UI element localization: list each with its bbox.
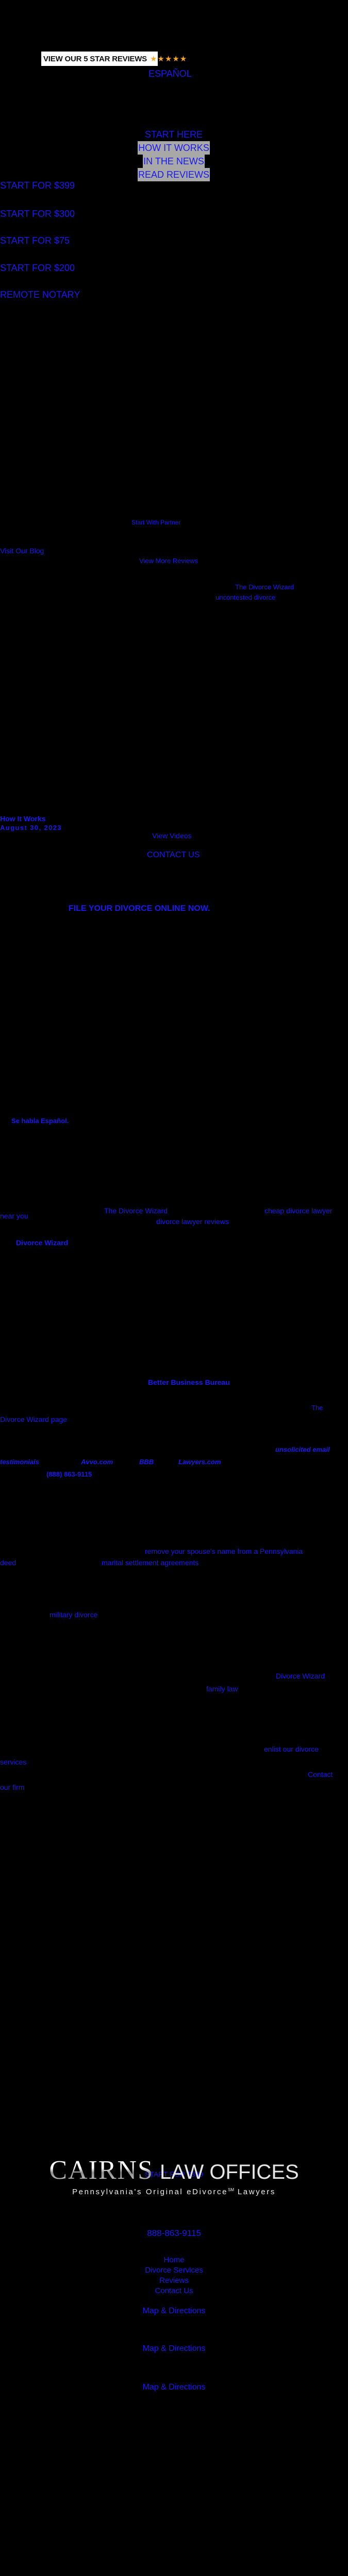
file-divorce-online-link[interactable]: FILE YOUR DIVORCE ONLINE NOW.: [69, 904, 210, 913]
footer-phone-link[interactable]: 888-863-9115: [147, 2228, 201, 2238]
nav-start-for-75[interactable]: START FOR $75: [0, 235, 70, 246]
the-divorce-wizard-link-2[interactable]: The Divorce Wizard: [104, 1207, 168, 1215]
near-you-link[interactable]: near you: [0, 1212, 28, 1220]
how-it-works-heading: How It Works: [0, 815, 46, 823]
phone-link[interactable]: (888) 863-9115: [46, 1470, 92, 1478]
bbb-link[interactable]: BBB: [139, 1458, 154, 1466]
cheap-divorce-lawyer-link[interactable]: cheap divorce lawyer: [264, 1207, 333, 1215]
enlist-our-divorce-link[interactable]: enlist our divorce: [264, 1745, 319, 1753]
footer-map-directions-3[interactable]: Map & Directions: [142, 2383, 206, 2392]
unsolicited-email-link[interactable]: unsolicited email: [275, 1446, 330, 1453]
five-star-review-badge[interactable]: VIEW OUR 5 STAR REVIEWS ★★★★★: [41, 52, 187, 66]
primary-nav-row-3: READ REVIEWS: [122, 168, 225, 181]
nav-read-reviews[interactable]: READ REVIEWS: [138, 170, 210, 180]
deed-link[interactable]: deed: [0, 1558, 16, 1567]
nav-in-the-news[interactable]: IN THE NEWS: [143, 156, 204, 166]
primary-nav-row-1: HOW IT WORKS: [122, 141, 225, 155]
better-business-bureau-link[interactable]: Better Business Bureau: [148, 1378, 230, 1386]
remove-spouse-deed-link[interactable]: remove your spouse's name from a Pennsyl…: [145, 1547, 303, 1555]
star-rating-icon: ★★★★★: [150, 55, 188, 63]
divorce-lawyer-reviews-link[interactable]: divorce lawyer reviews: [156, 1217, 229, 1226]
visit-our-blog-link[interactable]: Visit Our Blog: [0, 547, 44, 555]
how-it-works-date: August 30, 2023: [0, 824, 62, 832]
nav-how-it-works[interactable]: HOW IT WORKS: [138, 143, 209, 153]
footer-nav-home[interactable]: Home: [163, 2256, 185, 2264]
nav-highlight-3: READ REVIEWS: [137, 168, 210, 181]
divorce-wizard-link[interactable]: Divorce Wizard: [16, 1239, 69, 1247]
tagline-before: Pennsylvania's Original eDivorce: [72, 2188, 228, 2196]
nav-remote-notary[interactable]: REMOTE NOTARY: [0, 290, 80, 300]
services-link[interactable]: services: [0, 1758, 27, 1766]
tagline-sm-mark: SM: [228, 2188, 235, 2192]
military-divorce-link[interactable]: military divorce: [49, 1611, 98, 1619]
espanol-link[interactable]: ESPAÑOL: [148, 69, 192, 79]
primary-nav-row-2: IN THE NEWS: [122, 155, 225, 168]
view-more-reviews-link[interactable]: View More Reviews: [139, 557, 198, 565]
footer-start-for-399-link[interactable]: START FOR $399: [145, 2170, 203, 2178]
the-divorce-wizard-link[interactable]: The Divorce Wizard: [235, 583, 294, 591]
review-badge-label: VIEW OUR 5 STAR REVIEWS: [43, 54, 147, 63]
divorce-wizard-page-link[interactable]: Divorce Wizard page: [0, 1415, 67, 1423]
lawyers-com-link[interactable]: Lawyers.com: [178, 1458, 221, 1466]
footer-map-directions-2[interactable]: Map & Directions: [142, 2344, 206, 2353]
contact-link[interactable]: Contact: [308, 1770, 333, 1778]
primary-nav: START HERE HOW IT WORKS IN THE NEWS READ…: [122, 128, 225, 181]
nav-start-for-399[interactable]: START FOR $399: [0, 180, 75, 191]
footer-nav-divorce-services[interactable]: Divorce Services: [145, 2266, 203, 2275]
brand-tagline: Pennsylvania's Original eDivorceSM Lawye…: [0, 2188, 348, 2196]
our-firm-link[interactable]: our firm: [0, 1783, 25, 1791]
tagline-after: Lawyers: [237, 2188, 276, 2196]
the-link[interactable]: The: [311, 1404, 323, 1412]
contact-us-link[interactable]: CONTACT US: [147, 851, 200, 859]
nav-highlight-2: IN THE NEWS: [143, 155, 205, 168]
marital-settlement-agreements-link[interactable]: marital settlement agreements: [102, 1558, 199, 1567]
start-with-partner-link[interactable]: Start With Partner: [131, 519, 181, 526]
family-law-link[interactable]: family law: [206, 1685, 238, 1693]
footer-nav-reviews[interactable]: Reviews: [159, 2276, 189, 2285]
brand-logo: CAIRNS LAW OFFICES Pennsylvania's Origina…: [0, 2155, 348, 2196]
nav-start-for-200[interactable]: START FOR $200: [0, 263, 75, 273]
view-videos-link[interactable]: View Videos: [152, 832, 192, 840]
nav-start-for-300[interactable]: START FOR $300: [0, 209, 75, 219]
footer-map-directions-1[interactable]: Map & Directions: [142, 2307, 206, 2315]
footer-nav-contact-us[interactable]: Contact Us: [155, 2286, 193, 2295]
nav-start-here[interactable]: START HERE: [144, 129, 203, 140]
uncontested-divorce-link[interactable]: uncontested divorce: [216, 594, 276, 601]
avvo-link[interactable]: Avvo.com: [81, 1458, 113, 1466]
brand-name-law-offices: LAW OFFICES: [160, 2161, 299, 2183]
testimonials-link[interactable]: testimonials: [0, 1458, 39, 1466]
primary-nav-row-0: START HERE: [122, 128, 225, 141]
nav-highlight-1: HOW IT WORKS: [138, 141, 210, 155]
brand-name-cairns: CAIRNS: [49, 2156, 154, 2185]
se-habla-espanol-note: Se habla Español.: [11, 1117, 69, 1125]
divorce-wizard-link-2[interactable]: Divorce Wizard: [276, 1672, 325, 1680]
